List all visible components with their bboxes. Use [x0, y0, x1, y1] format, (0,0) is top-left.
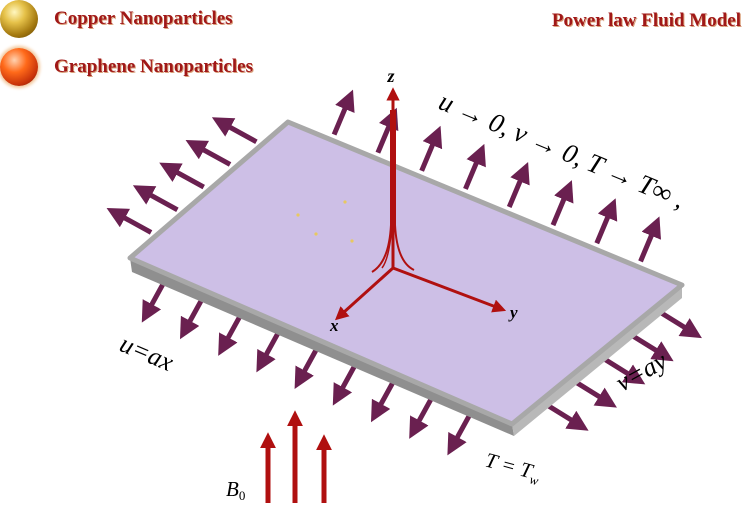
stretch-arrow-front-right [657, 309, 702, 339]
y-axis-arrow [392, 266, 507, 313]
sheet-edge-front-left [130, 258, 514, 436]
x-axis-label: x [329, 316, 339, 335]
stretch-arrow-back-left [211, 117, 258, 144]
stretch-arrow-front-right [544, 401, 589, 431]
z-axis-label: z [386, 66, 394, 86]
stretch-arrow-back-right [594, 198, 618, 245]
y-axis-label: y [508, 303, 518, 322]
graphene-nanoparticle-icon [0, 48, 38, 86]
stretch-arrow-front-left [332, 361, 359, 406]
stretch-arrow-back-right [463, 143, 486, 190]
nanoparticle-dots [296, 200, 354, 243]
far-field-condition: u → 0, v → 0, T → T∞ , [435, 86, 690, 214]
stretch-arrow-front-right [600, 355, 646, 385]
copper-legend-label: Copper Nanoparticles [54, 8, 233, 29]
stretch-arrow-back-left [132, 185, 179, 212]
velocity-profile-right [394, 110, 415, 271]
stretch-arrow-back-left [106, 207, 153, 235]
velocity-profile-left [371, 110, 392, 273]
stretch-arrow-back-right [638, 216, 661, 263]
u-stretch-label: u=ax [116, 329, 178, 377]
magnetic-field-arrows: B0 [226, 410, 333, 503]
stretch-arrow-back-right [419, 125, 443, 172]
stretch-arrow-back-right [375, 107, 399, 154]
stretch-arrow-front-left [370, 378, 397, 423]
wall-temperature-label: T = Tw [482, 448, 544, 489]
legend-copper: Copper Nanoparticles [0, 0, 233, 38]
magnetic-field-label: B0 [226, 477, 245, 503]
v-stretch-label: v=ay [611, 346, 672, 398]
stretch-arrow-back-right [331, 89, 355, 136]
stretch-arrow-front-left [294, 345, 321, 390]
legend-graphene: Graphene Nanoparticles [0, 48, 253, 86]
stretch-arrow-back-right [506, 162, 530, 208]
graphene-legend-label: Graphene Nanoparticles [54, 56, 253, 77]
model-title: Power law Fluid Model [551, 10, 741, 31]
stretch-arrow-back-left [185, 139, 232, 167]
coordinate-axes: z x y [329, 66, 518, 335]
stretching-arrows [106, 89, 702, 456]
stretch-arrow-front-left [409, 394, 435, 439]
copper-nanoparticle-icon [0, 0, 38, 38]
stretch-arrow-front-right [629, 332, 674, 362]
stretch-arrow-back-right [550, 180, 574, 227]
stretch-arrow-back-left [159, 162, 205, 190]
stretch-arrow-front-right [572, 378, 617, 408]
x-axis-arrow [334, 266, 395, 321]
stretch-arrow-front-left [447, 411, 474, 456]
